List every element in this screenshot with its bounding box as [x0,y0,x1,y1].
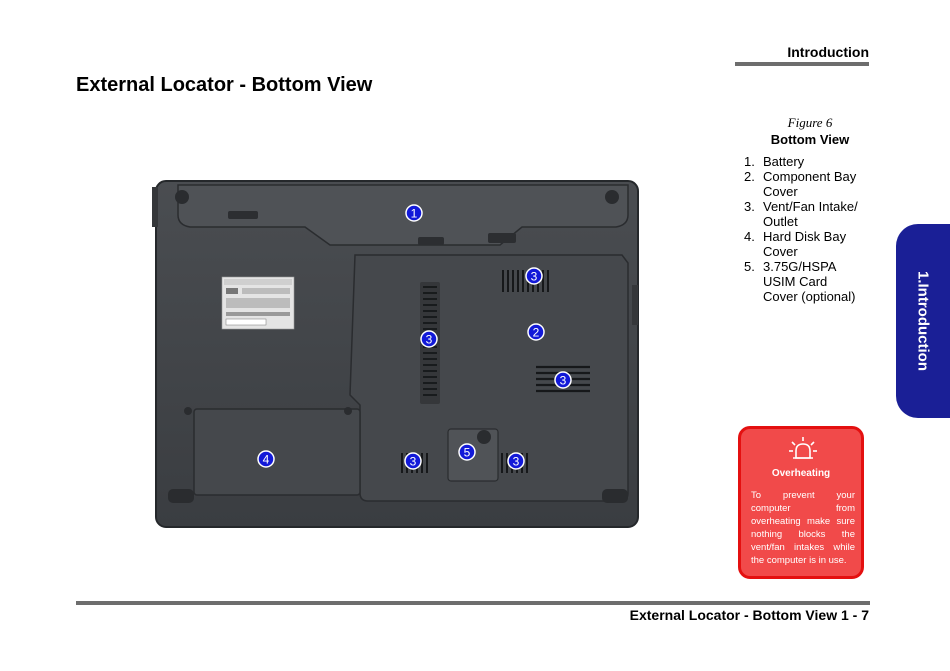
laptop-bottom-view-image [152,180,639,528]
footer-text: External Locator - Bottom View 1 - 7 [629,607,869,623]
overheating-warning-box: Overheating To prevent your computer fro… [738,426,864,579]
legend-item: 3.Vent/Fan Intake/ Outlet [744,199,858,229]
footer-rule [76,601,870,605]
figure-legend: 1.Battery 2.Component Bay Cover 3.Vent/F… [744,154,874,304]
chapter-tab-label: 1.Introduction [914,271,932,371]
legend-item: 5.3.75G/HSPA USIM Card Cover (optional) [744,259,856,304]
header-rule [735,62,869,66]
page-heading: External Locator - Bottom View [76,74,373,96]
header-title: Introduction [787,44,869,60]
chapter-tab[interactable]: 1.Introduction [896,224,950,418]
legend-item: 2.Component Bay Cover [744,169,857,199]
overheating-icon [789,437,817,459]
warning-title: Overheating [771,468,831,479]
warning-body: To prevent your computer from overheatin… [751,490,855,566]
legend-item: 4.Hard Disk Bay Cover [744,229,847,259]
figure-caption: Figure 6 Bottom View [740,115,880,147]
legend-item: 1.Battery [744,154,805,169]
figure-number: Figure 6 [787,115,833,130]
figure-title: Bottom View [770,132,850,147]
